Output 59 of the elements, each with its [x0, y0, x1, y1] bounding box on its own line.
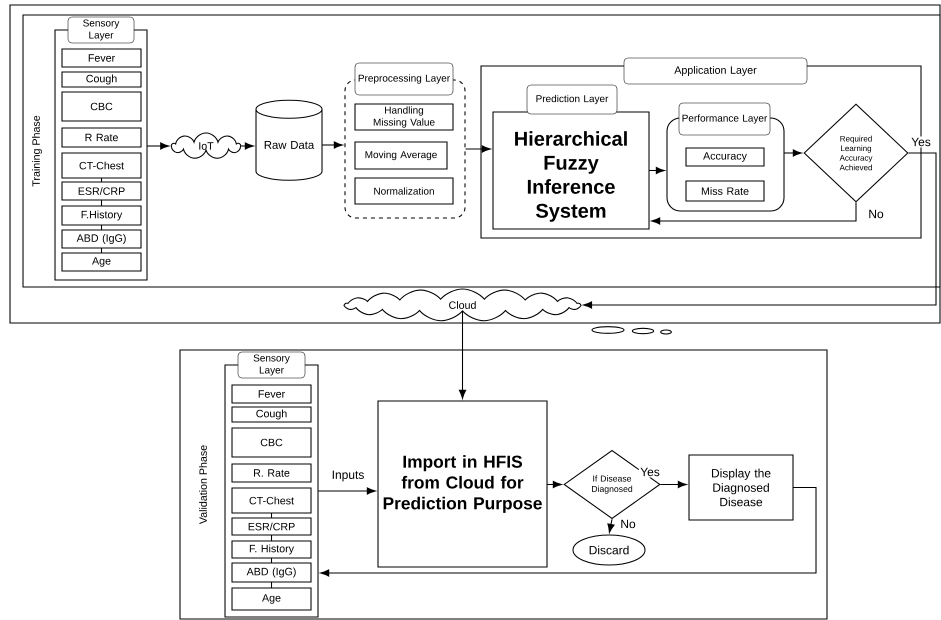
arrow [318, 487, 376, 495]
input-box: R. Rate [231, 463, 312, 483]
arrow [148, 142, 170, 150]
arrow [320, 486, 817, 577]
node-label: Sensory [254, 354, 290, 364]
arrow [583, 152, 937, 309]
input-box: ESR/CRP [61, 181, 142, 201]
connector-line [100, 200, 102, 206]
step-box: Handling Missing Value [354, 103, 454, 131]
database-cylinder: Raw Data [255, 100, 323, 181]
arrow [466, 145, 491, 153]
input-box: R Rate [61, 127, 142, 148]
input-box: Cough [61, 71, 142, 88]
arrow [660, 480, 687, 488]
input-box: F. History [231, 540, 312, 559]
connector-line [100, 226, 102, 230]
outer-frame [9, 4, 941, 324]
input-box: Fever [231, 384, 312, 404]
arrow [458, 312, 466, 399]
arrow [650, 166, 665, 174]
input-box: Cough [231, 406, 312, 423]
input-box: Age [231, 587, 312, 611]
edge-label: Yes [638, 466, 662, 478]
metric-box: Miss Rate [685, 180, 765, 202]
connector-line [270, 536, 272, 540]
arrow [651, 202, 857, 225]
metric-box: Accuracy [685, 147, 765, 167]
node-label: Prediction Layer [536, 94, 608, 104]
connector-line [100, 178, 102, 182]
input-box: CT-Chest [61, 152, 142, 179]
connector-line [270, 558, 272, 562]
connector-line [100, 248, 102, 252]
edge-label: Inputs [330, 469, 366, 483]
node-label: Sensory [83, 19, 120, 29]
input-box: F.History [61, 205, 142, 226]
input-box: CBC [61, 91, 142, 122]
arrow [607, 519, 615, 533]
arrow [548, 480, 562, 488]
iot-cloud: IoT [170, 132, 242, 159]
input-box: ABD (IgG) [231, 562, 312, 583]
connector-line [270, 514, 272, 518]
edge-label: Yes [910, 136, 932, 148]
arrow [241, 142, 254, 150]
process-box: Display the Diagnosed Disease [688, 454, 794, 521]
process-box: Import in HFIS from Cloud for Prediction Purpose [377, 400, 548, 568]
step-box: Moving Average [354, 141, 448, 170]
connector-line [270, 582, 272, 588]
input-box: Fever [61, 48, 142, 68]
edge-label: No [619, 518, 637, 530]
input-box: CT-Chest [231, 487, 312, 514]
step-box: Normalization [354, 177, 454, 205]
input-box: ABD (IgG) [61, 229, 142, 249]
process-box: Prediction Layer Hierarchical Fuzzy Inference System [492, 84, 650, 230]
arrow [784, 149, 802, 157]
arrow [322, 141, 343, 149]
edge-label: No [867, 208, 885, 220]
input-box: ESR/CRP [231, 517, 312, 536]
input-box: Age [61, 252, 142, 272]
input-box: CBC [231, 427, 312, 458]
